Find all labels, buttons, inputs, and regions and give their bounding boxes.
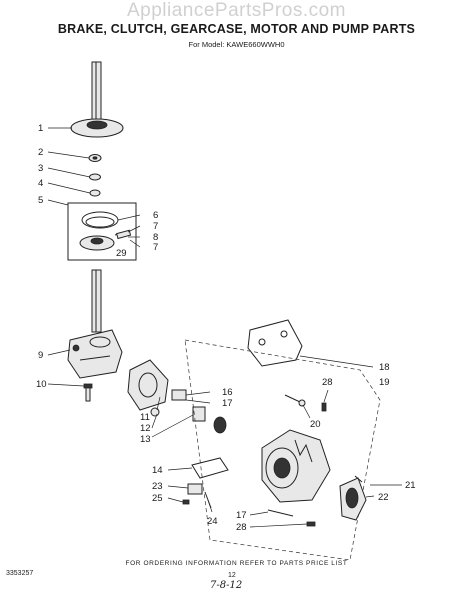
page-title: BRAKE, CLUTCH, GEARCASE, MOTOR AND PUMP … — [57, 22, 416, 36]
callout-29: 29 — [116, 248, 127, 259]
callout-25: 25 — [152, 493, 163, 504]
gasket-part-18[interactable] — [247, 319, 303, 367]
drive-rod-part-17[interactable] — [284, 394, 306, 407]
callout-24: 24 — [207, 516, 218, 527]
washer-part-4[interactable] — [89, 189, 101, 197]
callout-22: 22 — [378, 492, 389, 503]
ordering-note: FOR ORDERING INFORMATION REFER TO PARTS … — [125, 560, 348, 567]
model-subtitle: For Model: KAWE660WWH0 — [188, 40, 285, 49]
callout-23: 23 — [152, 481, 163, 492]
callout-28-upper: 28 — [322, 377, 333, 388]
pulley-part-16[interactable] — [171, 389, 187, 401]
gearcase-shaft — [91, 269, 102, 333]
callout-20: 20 — [310, 419, 321, 430]
callout-19: 19 — [379, 377, 390, 388]
callout-5: 5 — [38, 195, 43, 206]
brake-housing-part-1[interactable] — [70, 118, 124, 138]
callout-18: 18 — [379, 362, 390, 373]
callout-4: 4 — [38, 178, 43, 189]
handwritten-note: 7-8-12 — [210, 580, 243, 591]
callout-3: 3 — [38, 163, 43, 174]
bushing-part-23[interactable] — [187, 483, 203, 495]
washer-part-2[interactable] — [88, 154, 102, 162]
callout-8: 8 — [153, 232, 158, 243]
bracket-part-14[interactable] — [191, 457, 229, 479]
screw-part-28-top[interactable] — [321, 402, 327, 412]
motor-outline-dashed — [184, 339, 381, 561]
watermark-text: AppliancePartsPros.com — [126, 0, 347, 21]
callout-12: 12 — [140, 423, 151, 434]
coupling-part-13[interactable] — [192, 406, 227, 434]
callout-6: 6 — [153, 210, 158, 221]
callout-17-lower: 17 — [236, 510, 247, 521]
callout-7b: 7 — [153, 242, 158, 253]
callout-13: 13 — [140, 434, 151, 445]
callout-14: 14 — [152, 465, 163, 476]
bolt-part-10[interactable] — [83, 383, 93, 402]
callout-7a: 7 — [153, 221, 158, 232]
callout-10: 10 — [36, 379, 47, 390]
callout-17-upper: 17 — [222, 398, 233, 409]
mounting-plate-part[interactable] — [127, 359, 169, 411]
motor-assembly[interactable] — [261, 429, 331, 503]
clip-part-11[interactable] — [150, 407, 160, 417]
catalog-number: 3353257 — [6, 570, 34, 577]
page-number: 12 — [228, 572, 236, 579]
callout-2: 2 — [38, 147, 43, 158]
gearcase-part-9[interactable] — [67, 329, 123, 379]
brake-assembly-box-part-5[interactable] — [67, 202, 137, 261]
leader-lines — [47, 127, 402, 528]
rod-part-17-lower[interactable] — [267, 509, 294, 517]
pump-part-22[interactable] — [339, 477, 367, 521]
callout-11: 11 — [140, 412, 150, 423]
screw-part-28-lower[interactable] — [306, 521, 316, 527]
callout-16: 16 — [222, 387, 233, 398]
washer-part-3[interactable] — [89, 173, 101, 181]
screw-part-25[interactable] — [182, 499, 190, 505]
callout-21: 21 — [405, 480, 416, 491]
callout-9: 9 — [38, 350, 43, 361]
clip-part-21[interactable] — [354, 475, 363, 483]
callout-28-lower: 28 — [236, 522, 247, 533]
callout-1: 1 — [38, 123, 43, 134]
